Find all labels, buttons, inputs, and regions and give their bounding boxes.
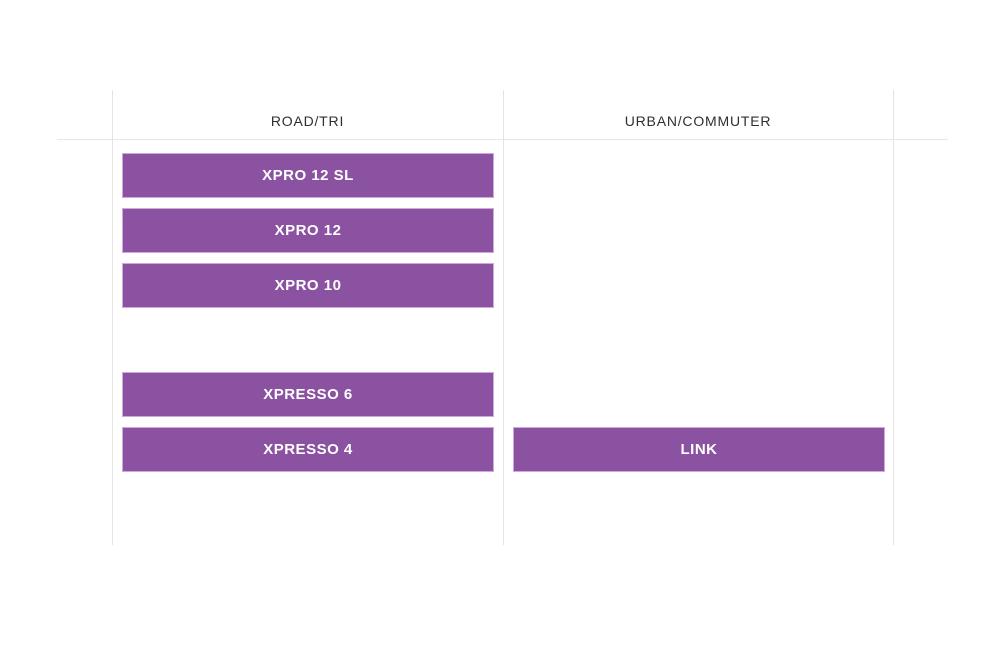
product-bar-link[interactable]: LINK xyxy=(513,427,885,472)
column-divider-right xyxy=(893,90,894,545)
header-separator-rule xyxy=(57,139,948,140)
column-header-road-tri: ROAD/TRI xyxy=(270,113,345,129)
product-bar-xpro-12[interactable]: XPRO 12 xyxy=(122,208,494,253)
product-bar-xpro-10[interactable]: XPRO 10 xyxy=(122,263,494,308)
column-header-urban-commuter: URBAN/COMMUTER xyxy=(624,113,772,129)
column-divider-middle xyxy=(503,90,504,545)
product-bar-xpro-12-sl[interactable]: XPRO 12 SL xyxy=(122,153,494,198)
product-bar-xpresso-4[interactable]: XPRESSO 4 xyxy=(122,427,494,472)
column-divider-left xyxy=(112,90,113,545)
product-bar-xpresso-6[interactable]: XPRESSO 6 xyxy=(122,372,494,417)
